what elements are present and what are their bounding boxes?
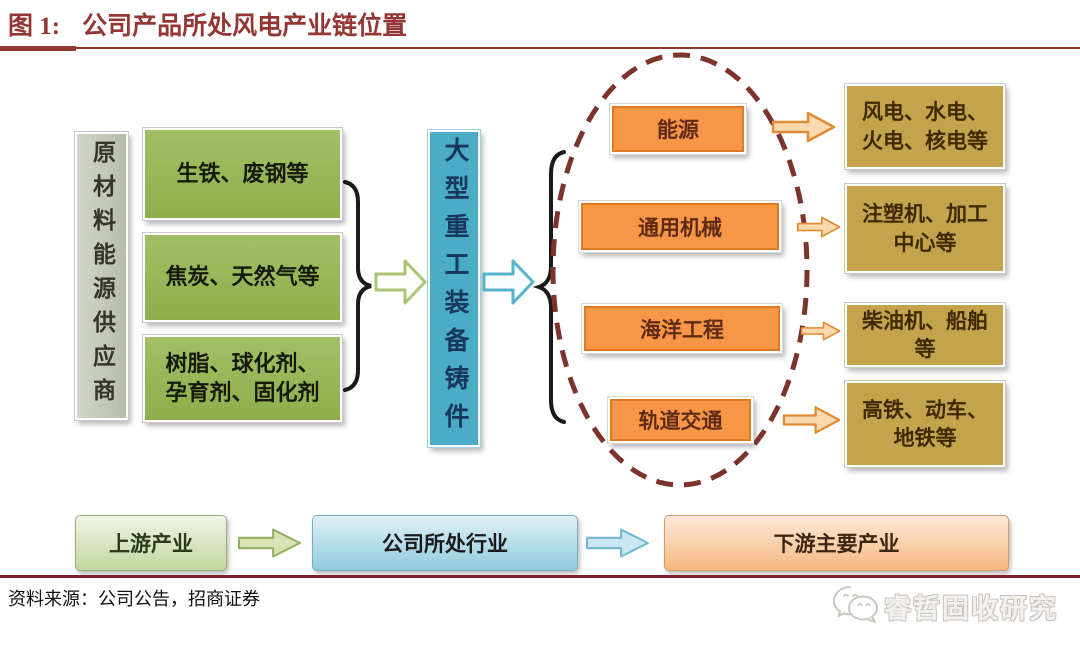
sector-box-marine-engineering: 海洋工程 <box>582 304 782 353</box>
supplier-column-label: 原材料能源供应商 <box>89 140 115 412</box>
title-underline-thin <box>0 47 1080 49</box>
figure-title-text: 公司产品所处风电产业链位置 <box>82 13 408 40</box>
curly-brace-left-icon <box>532 150 566 424</box>
legend-upstream: 上游产业 <box>75 515 227 571</box>
application-box-power: 风电、水电、火电、核电等 <box>845 84 1005 169</box>
company-product-column: 大型重工装备铸件 <box>428 130 480 447</box>
legend-arrow-blue-icon <box>586 528 649 558</box>
figure-title: 图 1: 公司产品所处风电产业链位置 <box>8 6 407 42</box>
application-box-machining: 注塑机、加工中心等 <box>845 184 1005 273</box>
figure-label: 图 1: <box>8 13 61 40</box>
sector-arrow-1-icon <box>771 111 836 143</box>
material-box-2: 焦炭、天然气等 <box>143 233 342 322</box>
sector-arrow-4-icon <box>782 406 841 434</box>
legend-company: 公司所处行业 <box>312 515 578 571</box>
title-underline-thick <box>0 46 76 51</box>
sector-group-ellipse <box>550 52 810 488</box>
wechat-icon <box>833 586 878 623</box>
legend-arrow-green-icon <box>238 528 301 558</box>
sector-arrow-2-icon <box>796 216 841 238</box>
application-box-diesel-ship: 柴油机、船舶等 <box>845 303 1005 367</box>
source-note: 资料来源：公司公告，招商证券 <box>8 589 260 609</box>
material-box-1: 生铁、废钢等 <box>143 128 342 220</box>
flow-arrow-blue-icon <box>482 259 535 305</box>
legend-downstream: 下游主要产业 <box>664 515 1009 571</box>
sector-box-energy: 能源 <box>610 104 746 154</box>
flow-arrow-green-icon <box>374 259 427 305</box>
sector-arrow-3-icon <box>800 321 841 341</box>
sector-box-general-machinery: 通用机械 <box>579 201 781 252</box>
watermark-text: 睿哲固收研究 <box>884 594 1058 624</box>
footer-divider <box>0 575 1080 578</box>
material-box-3: 树脂、球化剂、孕育剂、固化剂 <box>143 335 342 422</box>
sector-box-rail-transit: 轨道交通 <box>608 397 753 443</box>
application-box-rail: 高铁、动车、地铁等 <box>845 381 1005 467</box>
company-product-label: 大型重工装备铸件 <box>441 136 468 441</box>
supplier-column: 原材料能源供应商 <box>75 132 128 420</box>
curly-brace-right-icon <box>343 180 372 392</box>
